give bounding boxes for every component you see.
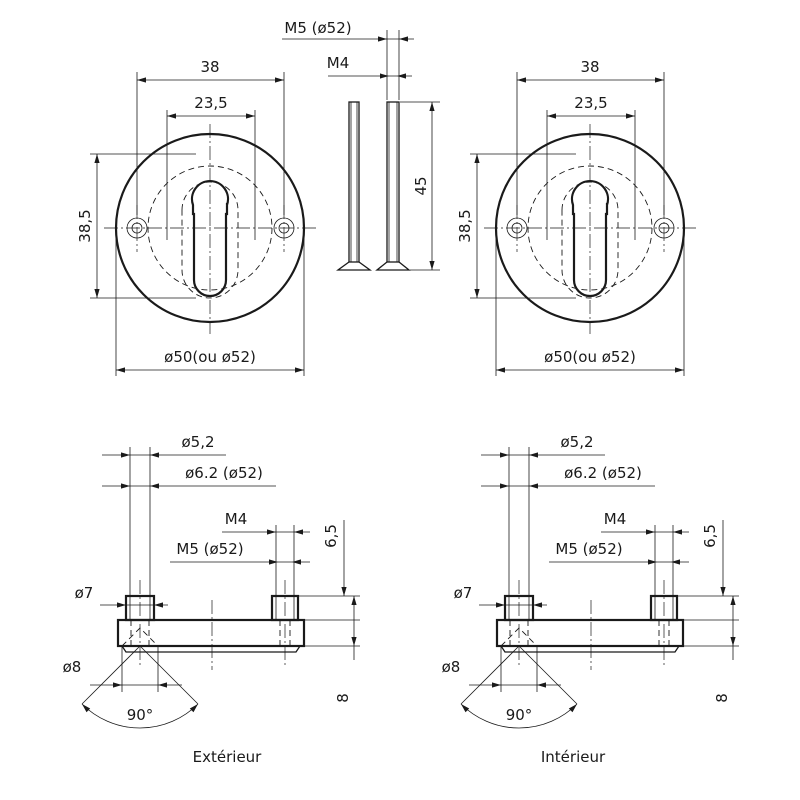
caption-interieur: Intérieur — [541, 748, 606, 766]
caption-exterieur: Extérieur — [193, 748, 263, 766]
dim-23-5-left: 23,5 — [194, 94, 227, 112]
dim-d7-ext: ø7 — [75, 584, 94, 602]
dim-38-5-right: 38,5 — [456, 209, 474, 242]
front-view-left: 38 23,5 38,5 ø50(ou ø52) — [76, 58, 318, 376]
dim-38-5-left: 38,5 — [76, 209, 94, 242]
dim-m5-ext: M5 (ø52) — [176, 540, 243, 558]
dim-8-ext: 8 — [334, 693, 352, 703]
front-view-right: 38 23,5 38,5 ø50(ou ø52) — [456, 58, 698, 376]
dim-d8-int: ø8 — [442, 658, 461, 676]
dim-m4-screw: M4 — [327, 54, 350, 72]
dim-d8-ext: ø8 — [63, 658, 82, 676]
dim-38-left: 38 — [200, 58, 219, 76]
dim-m4-int: M4 — [604, 510, 627, 528]
dim-8-int: 8 — [713, 693, 731, 703]
dim-m5-screw: M5 (ø52) — [284, 19, 351, 37]
dim-45-screw: 45 — [412, 176, 430, 195]
dim-6-5-ext: 6,5 — [322, 524, 340, 548]
dim-angle-ext: 90° — [127, 706, 154, 724]
dim-38-right: 38 — [580, 58, 599, 76]
screws: M5 (ø52) M4 45 — [282, 19, 440, 271]
dim-d6-2-ext: ø6.2 (ø52) — [185, 464, 263, 482]
dim-d5-2-int: ø5,2 — [560, 433, 593, 451]
dim-6-5-int: 6,5 — [701, 524, 719, 548]
dim-diameter-left: ø50(ou ø52) — [164, 348, 256, 366]
dim-d5-2-ext: ø5,2 — [181, 433, 214, 451]
dim-diameter-right: ø50(ou ø52) — [544, 348, 636, 366]
side-view-interieur: ø5,2 ø6.2 (ø52) M4 M5 (ø52) 6,5 8 ø7 — [442, 433, 739, 766]
dim-d6-2-int: ø6.2 (ø52) — [564, 464, 642, 482]
dim-23-5-right: 23,5 — [574, 94, 607, 112]
side-view-exterieur: ø5,2 ø6.2 (ø52) M4 M5 (ø52) 6,5 8 — [63, 433, 360, 766]
dim-d7-int: ø7 — [454, 584, 473, 602]
dim-m5-int: M5 (ø52) — [555, 540, 622, 558]
dim-angle-int: 90° — [506, 706, 533, 724]
dim-m4-ext: M4 — [225, 510, 248, 528]
